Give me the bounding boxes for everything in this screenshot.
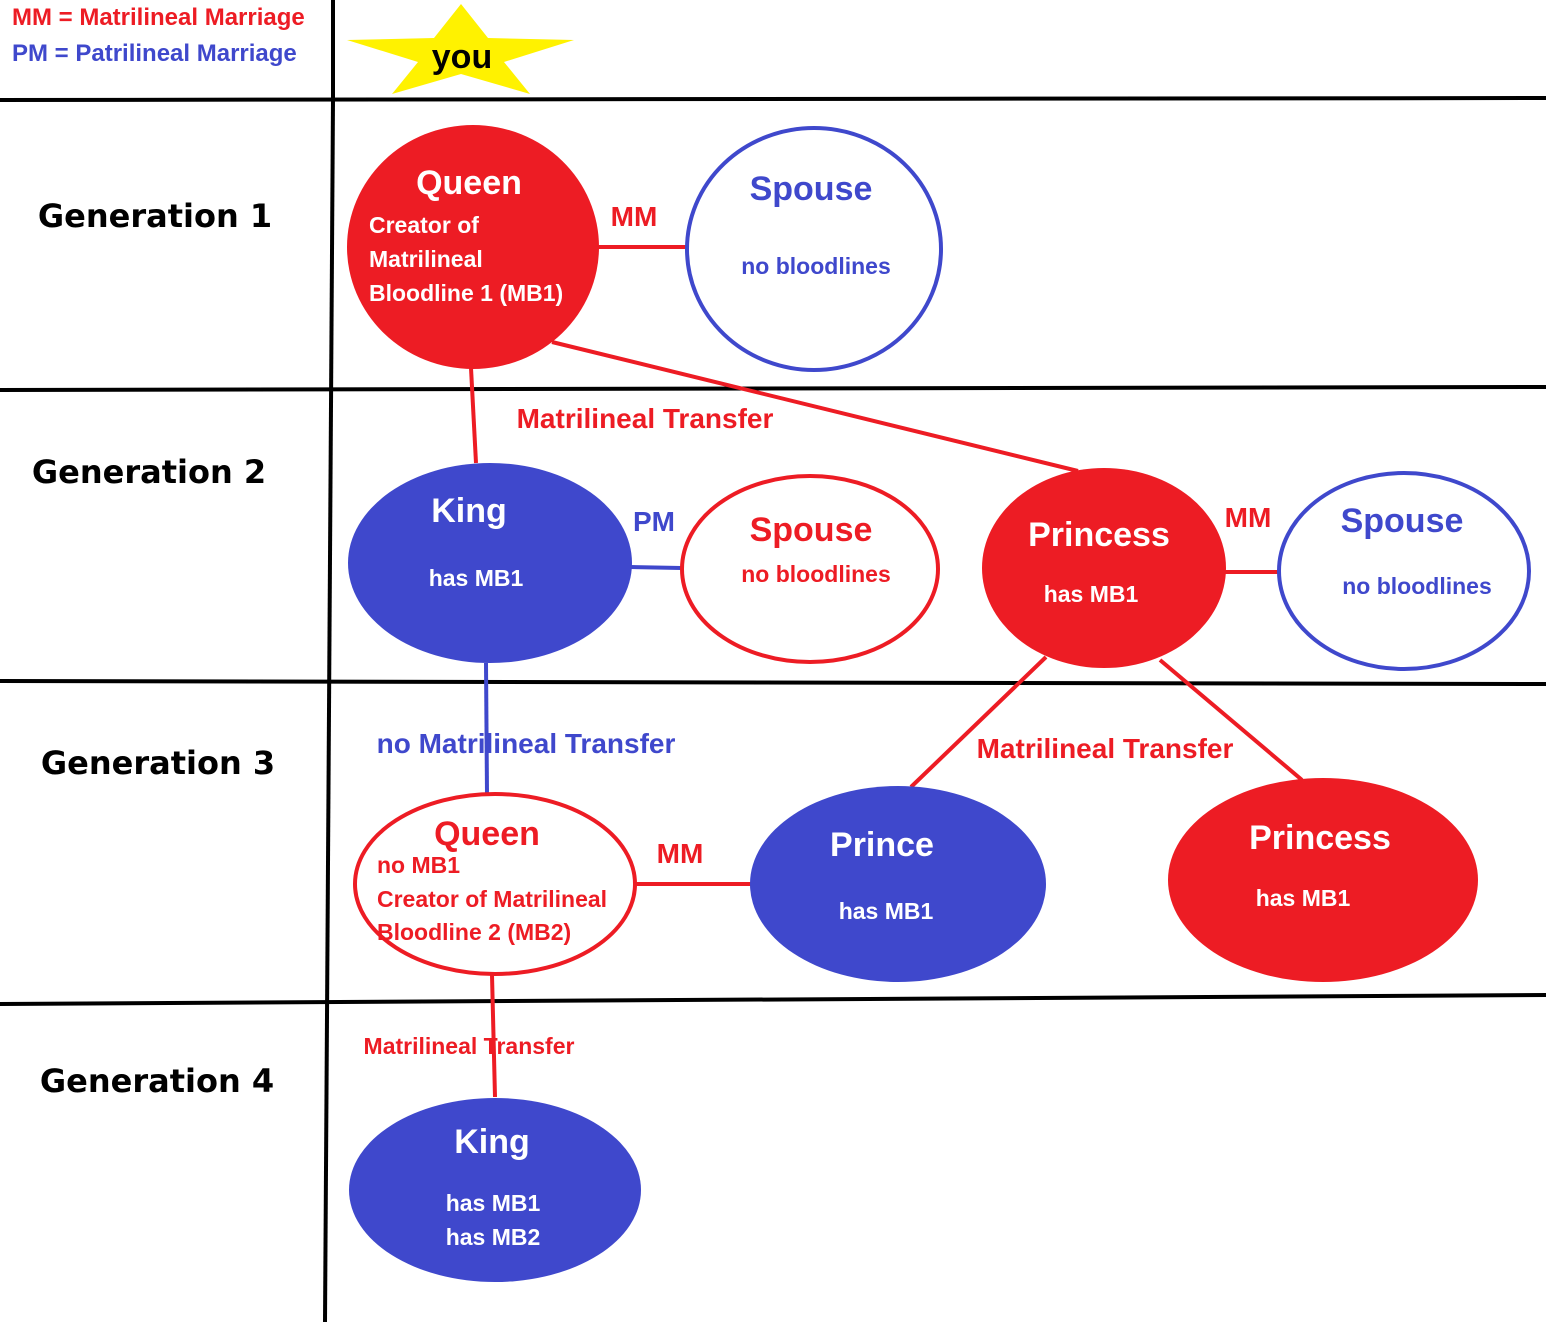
edge-king-to-g3-queen [484,662,489,795]
edge-label-g3-transfer: Matrilineal Transfer [364,1033,575,1059]
node-title: King [454,1123,530,1161]
generation-4-label: Generation 4 [40,1062,274,1100]
generation-3-label: Generation 3 [41,744,275,782]
edge-g1-to-king [469,367,478,464]
node-g3-princess: Princess has MB1 [1168,778,1478,982]
node-title: Princess [1249,819,1391,857]
edge-label-g2-princess-transfer: Matrilineal Transfer [977,733,1234,764]
you-marker: you [347,4,574,94]
node-g4-king: King has MB1 has MB2 [349,1098,641,1282]
node-title: King [431,492,507,530]
edge-g1-to-princess [551,340,1079,473]
node-line: has MB2 [446,1224,541,1250]
node-g1-spouse: Spouse no bloodlines [685,126,943,372]
node-line: Bloodline 1 (MB1) [369,280,563,306]
node-title: Queen [416,164,522,202]
legend-mm: MM = Matrilineal Marriage [12,4,305,31]
column-divider [323,99,335,1322]
node-title: Spouse [750,511,873,549]
row-divider-0 [0,96,1546,102]
node-line: has MB1 [839,898,934,924]
row-divider-2 [0,679,1546,686]
node-line: Matrilineal [369,246,483,272]
generation-2-label: Generation 2 [32,453,266,491]
legend-pm: PM = Patrilineal Marriage [12,40,297,67]
edge-g2-king-marriage [629,565,682,570]
node-line: has MB1 [446,1190,541,1216]
generation-1-label: Generation 1 [38,197,272,235]
edge-label-g3-mm: MM [657,838,704,869]
star-icon [347,4,574,94]
connectors [469,245,1304,1098]
edge-g3-to-g4-king [490,974,497,1098]
you-label: you [432,38,492,76]
node-line: Creator of [369,212,479,238]
node-g2-princess: Princess has MB1 [982,468,1226,668]
node-line: has MB1 [1044,581,1139,607]
row-divider-1 [0,385,1546,392]
node-line: has MB1 [429,565,524,591]
node-g2-king-spouse: Spouse no bloodlines [680,474,940,664]
node-g3-queen: Queen no MB1 Creator of Matrilineal Bloo… [353,792,637,976]
node-line: no MB1 [377,852,460,878]
node-line: no bloodlines [741,253,891,279]
node-g3-prince: Prince has MB1 [750,786,1046,982]
node-line: no bloodlines [741,561,891,587]
edge-princess-to-prince [909,655,1048,789]
node-title: Prince [830,826,934,864]
node-line: Creator of Matrilineal [377,886,607,912]
node-g1-queen: Queen Creator of Matrilineal Bloodline 1… [347,125,599,369]
edge-label-g2-pm: PM [633,506,675,537]
edge-label-no-transfer: no Matrilineal Transfer [377,728,676,759]
edge-princess-to-princess [1158,658,1304,782]
node-line: Bloodline 2 (MB2) [377,919,571,945]
node-g2-princess-spouse: Spouse no bloodlines [1277,471,1531,671]
node-title: Princess [1028,516,1170,554]
node-line: has MB1 [1256,885,1351,911]
row-divider-3 [0,993,1546,1006]
node-title: Spouse [750,170,873,208]
node-title: Spouse [1341,502,1464,540]
node-line: no bloodlines [1342,573,1492,599]
edge-label-g2-mm: MM [1225,502,1272,533]
edge-label-g1-mm: MM [611,201,658,232]
edge-label-g1-transfer: Matrilineal Transfer [517,403,774,434]
node-g2-king: King has MB1 [348,463,632,663]
node-title: Queen [434,815,540,853]
